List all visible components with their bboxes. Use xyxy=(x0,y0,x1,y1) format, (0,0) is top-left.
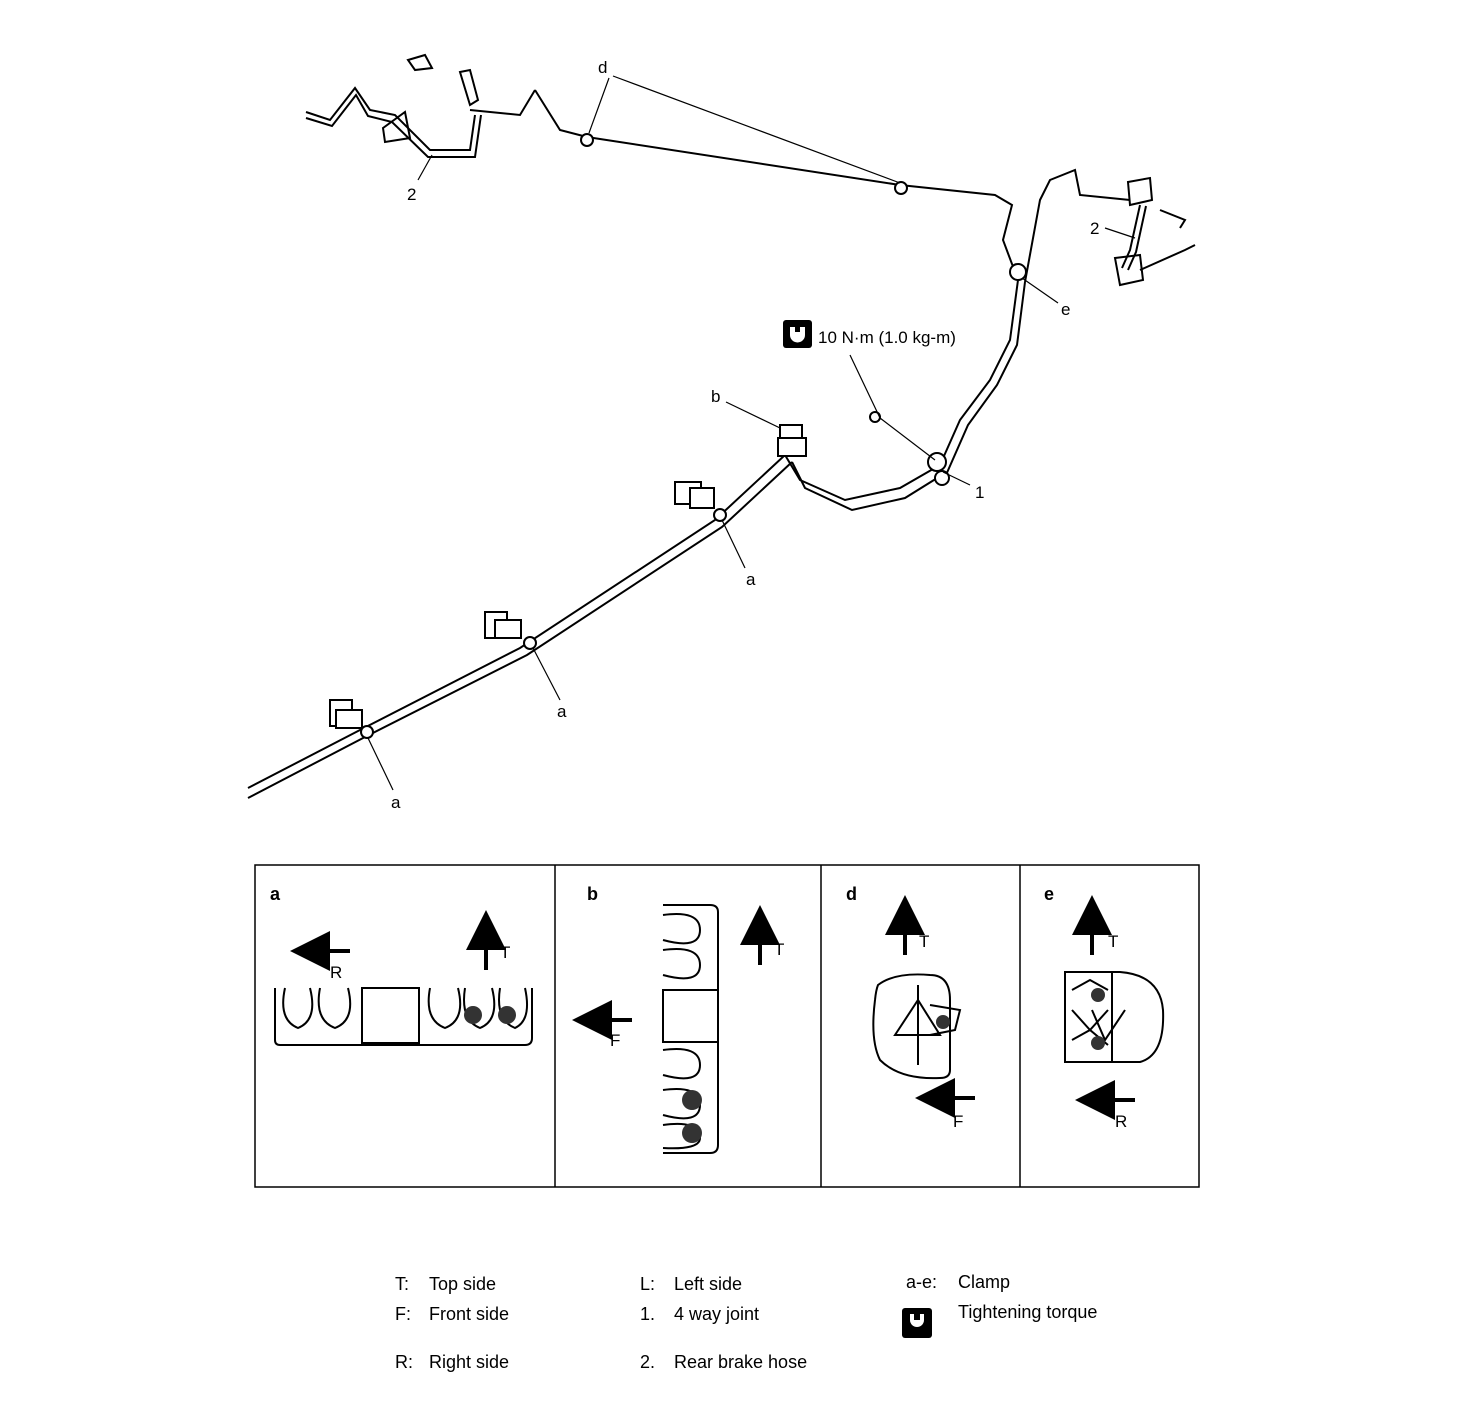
svg-text:b: b xyxy=(587,884,598,904)
svg-text:F: F xyxy=(953,1112,963,1131)
svg-text:e: e xyxy=(1044,884,1054,904)
brake-pipe-main xyxy=(247,89,1131,799)
svg-text:T: T xyxy=(919,932,929,951)
label-hose-right: 2 xyxy=(1090,219,1099,238)
svg-text:T: T xyxy=(500,943,510,962)
clamp-marks xyxy=(329,133,1027,739)
panel-a: a R T xyxy=(270,884,533,1046)
svg-text:a: a xyxy=(270,884,281,904)
label-d: d xyxy=(598,58,607,77)
label-a-2: a xyxy=(557,702,567,721)
label-a-3: a xyxy=(391,793,401,812)
label-b: b xyxy=(711,387,720,406)
label-joint: 1 xyxy=(975,483,984,502)
svg-text:T: T xyxy=(774,940,784,959)
rear-brake-hose-right xyxy=(1113,176,1196,287)
torque-wrench-icon xyxy=(783,320,812,348)
svg-text:R: R xyxy=(1115,1112,1127,1131)
leader-lines xyxy=(367,75,1136,791)
panel-e: e T R xyxy=(1044,884,1165,1131)
svg-text:R: R xyxy=(330,963,342,982)
label-e: e xyxy=(1061,300,1070,319)
label-a-1: a xyxy=(746,570,756,589)
label-hose-left: 2 xyxy=(407,185,416,204)
svg-text:d: d xyxy=(846,884,857,904)
panel-d: d T F xyxy=(846,884,975,1131)
rear-brake-hose-left xyxy=(305,53,482,158)
svg-text:T: T xyxy=(1108,932,1118,951)
detail-panels-frame xyxy=(254,864,1200,1188)
svg-text:F: F xyxy=(610,1031,620,1050)
panel-b: b T F xyxy=(572,884,784,1154)
torque-value: 10 N·m (1.0 kg-m) xyxy=(818,328,956,347)
